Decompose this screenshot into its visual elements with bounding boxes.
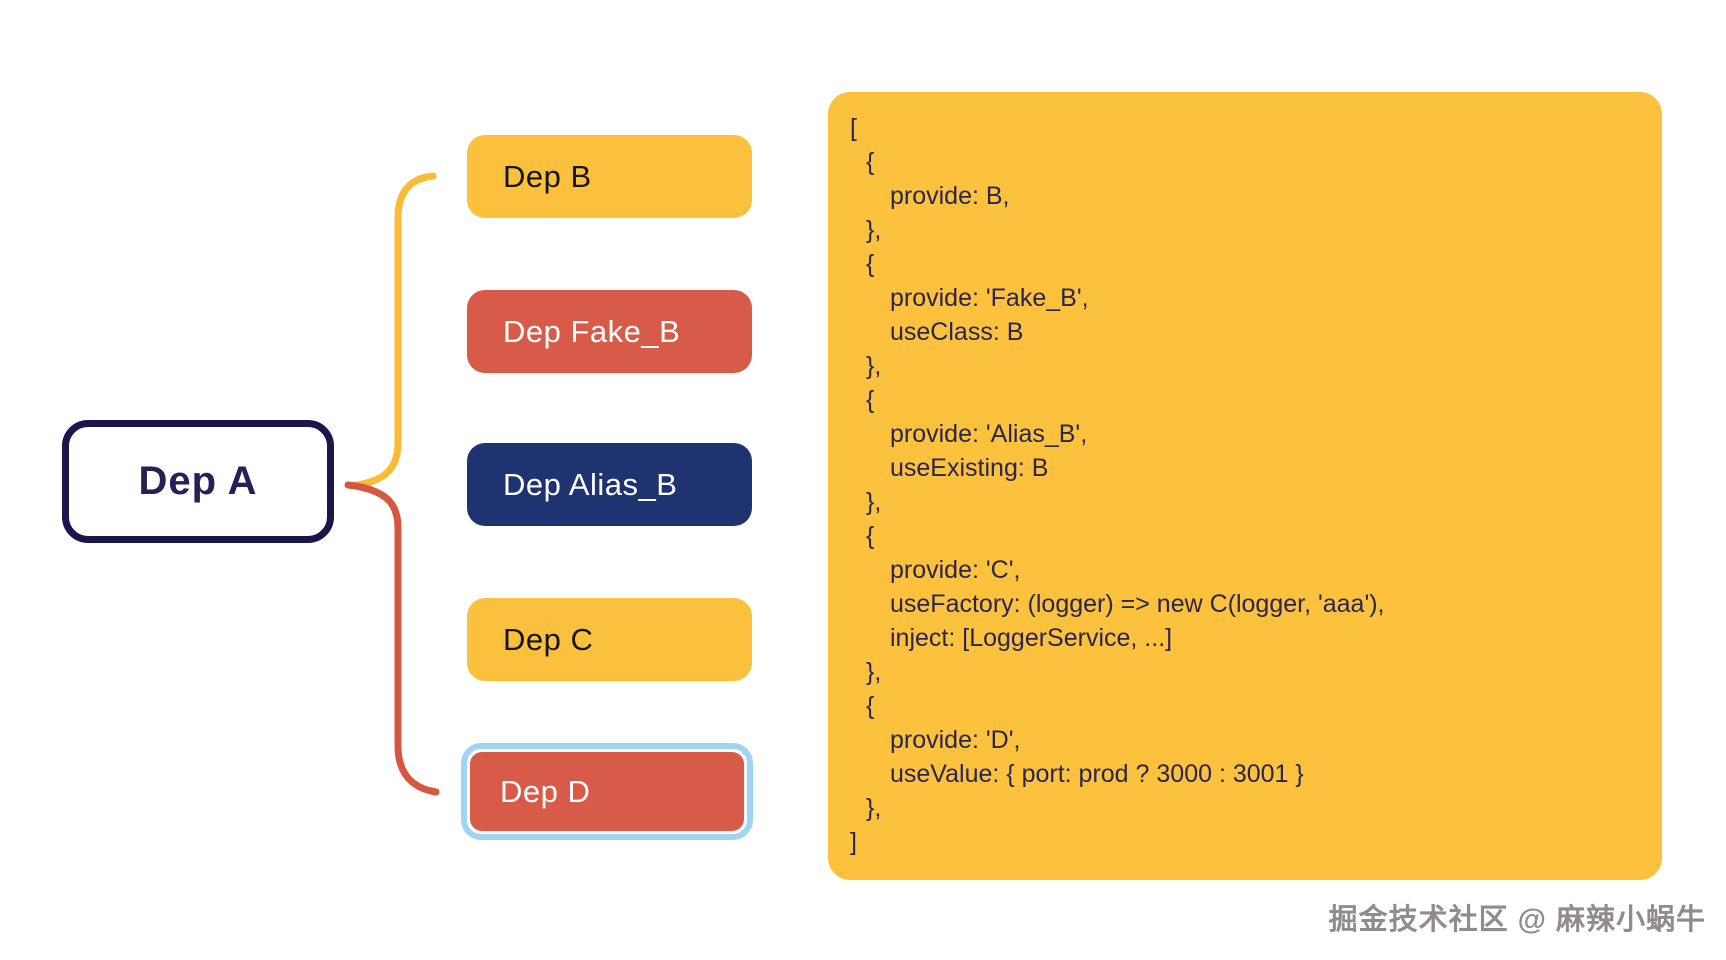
code-line: provide: 'C', <box>890 556 1021 584</box>
code-line: { <box>866 148 875 176</box>
code-line: }, <box>866 216 882 244</box>
connector-lower-red <box>344 481 440 796</box>
code-line: { <box>866 386 875 414</box>
node-dep-a: Dep A <box>62 420 334 543</box>
node-dep-b: Dep B <box>467 135 752 218</box>
code-line: useExisting: B <box>890 454 1049 482</box>
node-dep-c-label: Dep C <box>503 621 594 657</box>
code-line: { <box>866 692 875 720</box>
code-line: provide: 'Alias_B', <box>890 420 1088 448</box>
node-dep-d-highlight-ring: Dep D <box>461 743 753 840</box>
node-dep-alias-b: Dep Alias_B <box>467 443 752 526</box>
connector-upper-yellow <box>353 172 437 489</box>
code-line: provide: 'Fake_B', <box>890 284 1089 312</box>
code-line: ] <box>850 828 857 856</box>
node-dep-fake-b: Dep Fake_B <box>467 290 752 373</box>
watermark-text: 掘金技术社区 @ 麻辣小蜗牛 <box>1328 904 1706 936</box>
providers-code-panel: [ { provide: B,}, { provide: 'Fake_B', useCla… <box>828 92 1662 880</box>
code-listing: [ { provide: B,}, { provide: 'Fake_B', useCla… <box>828 111 1662 859</box>
node-dep-b-label: Dep B <box>503 158 592 194</box>
code-line: provide: B, <box>890 182 1010 210</box>
node-dep-alias-b-label: Dep Alias_B <box>503 466 678 502</box>
code-line: }, <box>866 352 882 380</box>
code-line: [ <box>850 114 857 142</box>
code-line: { <box>866 250 875 278</box>
node-dep-d: Dep D <box>470 752 744 831</box>
node-dep-a-label: Dep A <box>138 459 258 503</box>
code-line: { <box>866 522 875 550</box>
code-line: provide: 'D', <box>890 726 1021 754</box>
node-dep-c: Dep C <box>467 598 752 681</box>
code-line: inject: [LoggerService, ...] <box>890 624 1173 652</box>
code-line: }, <box>866 794 882 822</box>
node-dep-fake-b-label: Dep Fake_B <box>503 313 681 349</box>
code-line: }, <box>866 488 882 516</box>
code-line: useValue: { port: prod ? 3000 : 3001 } <box>890 760 1304 788</box>
code-line: }, <box>866 658 882 686</box>
node-dep-d-label: Dep D <box>500 773 591 809</box>
code-line: useFactory: (logger) => new C(logger, 'a… <box>890 590 1385 618</box>
code-line: useClass: B <box>890 318 1024 346</box>
